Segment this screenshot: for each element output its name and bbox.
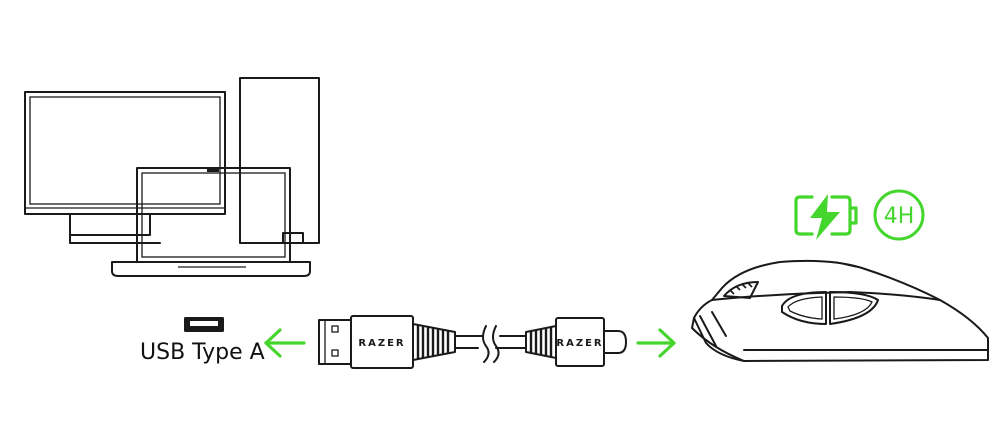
- usb-type-a-label: USB Type A: [140, 340, 265, 365]
- usb-c-plug: [603, 330, 627, 354]
- strain-relief-a: [412, 323, 456, 361]
- cable-brand-a: RAZER: [358, 338, 405, 349]
- strain-relief-c: [525, 325, 557, 359]
- mouse-icon: [691, 259, 989, 362]
- cable-wire: [454, 325, 527, 363]
- arrow-left-icon: [264, 328, 306, 358]
- charge-time-badge: 4H: [873, 189, 925, 241]
- charge-time-label: 4H: [884, 204, 915, 229]
- cable-brand-c: RAZER: [556, 338, 603, 349]
- arrow-right-icon: [636, 328, 676, 358]
- usb-type-a-port-icon: [184, 317, 224, 332]
- mouse-side-buttons: [781, 291, 879, 325]
- battery-charging-icon: [794, 194, 858, 240]
- monitor-icon: [24, 91, 226, 244]
- desktop-tower-icon: [239, 77, 320, 244]
- usb-a-plug: [318, 319, 352, 365]
- usb-a-to-usb-c-cable-icon: RAZER RAZER: [318, 315, 627, 369]
- laptop-icon: [111, 167, 311, 277]
- computers-icon: [24, 77, 320, 277]
